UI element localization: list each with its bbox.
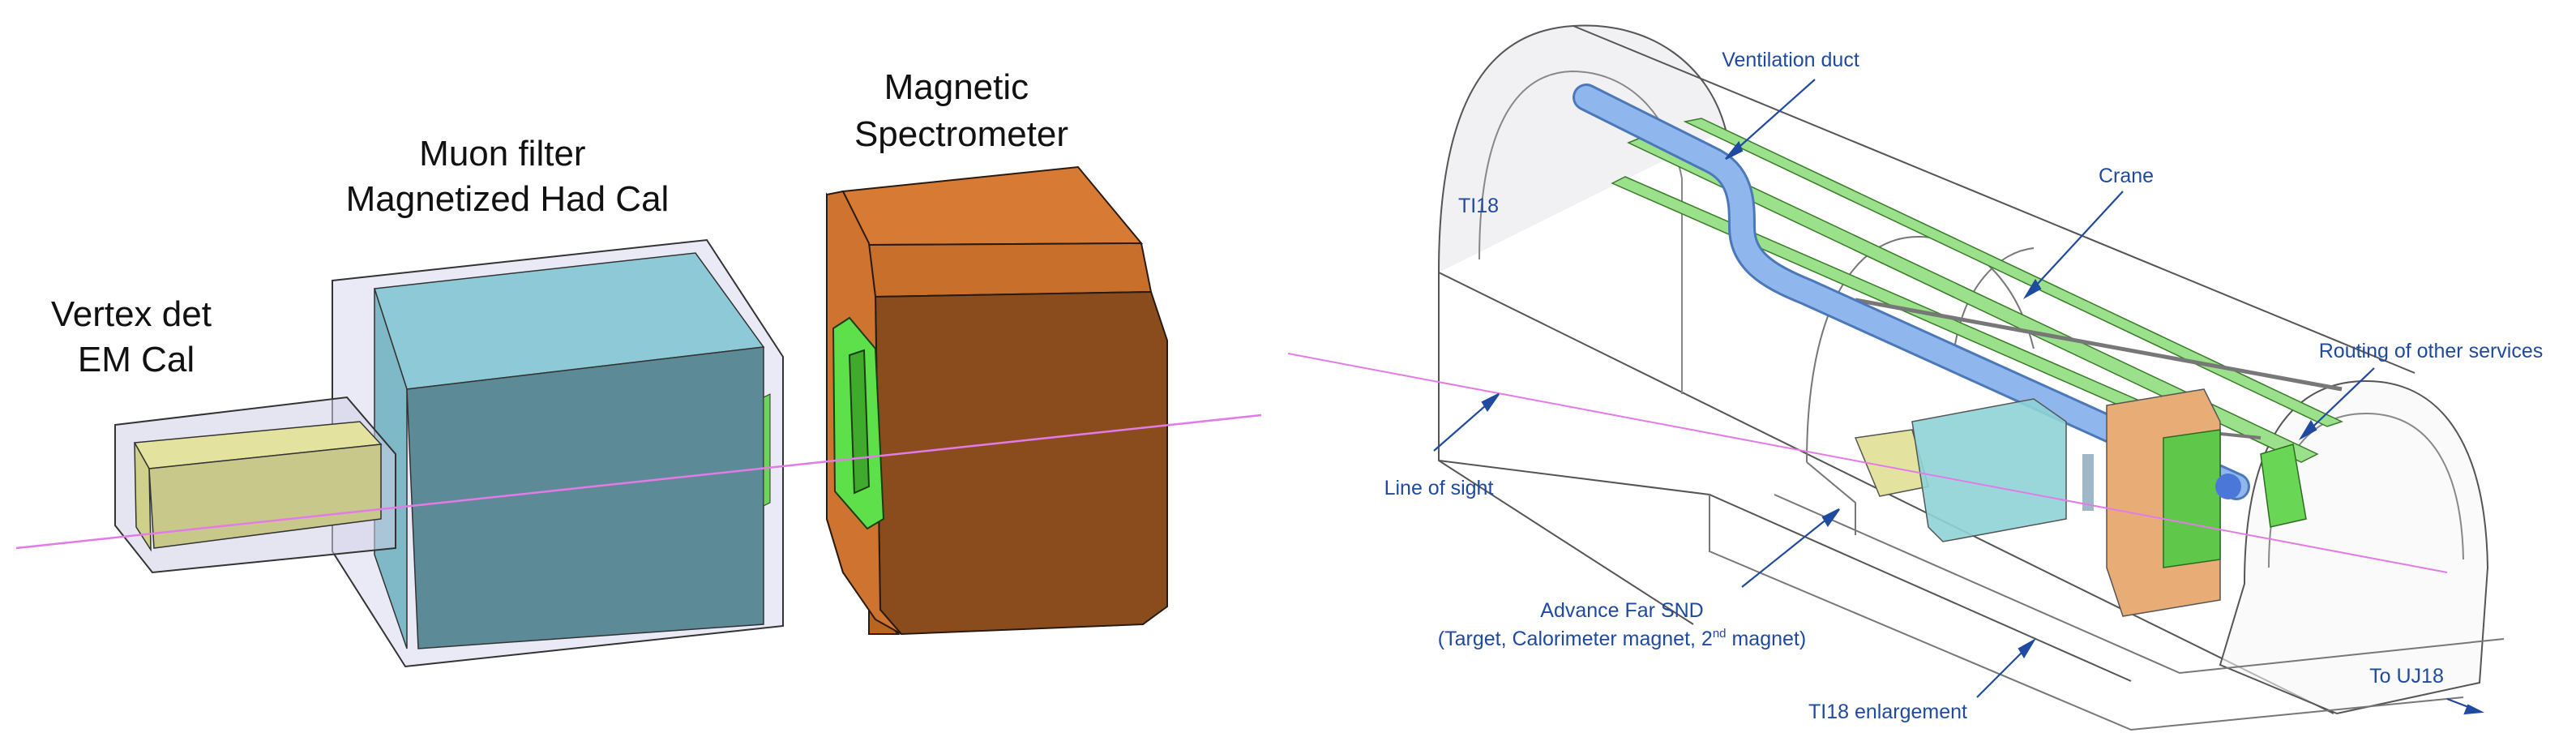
label-muon-filter: Muon filter Magnetized Had Cal [346,134,670,219]
label-advance-far-snd: Advance Far SND [1540,599,1703,622]
spectrometer-coil [832,316,885,530]
line-of-sight [1288,353,2448,573]
label-ti18-enlargement: TI18 enlargement [1808,701,1967,723]
label-crane: Crane [2099,165,2154,187]
beam-line [15,414,1262,550]
label-vertex-detector: Vertex det EM Cal [51,294,221,379]
label-ventilation-duct: Ventilation duct [1722,49,1859,71]
ventilation-duct [1573,84,2250,500]
tunnel-structure [1438,24,2505,731]
detector-schematic: Magnetic Spectrometer Muon filter Magnet… [15,67,1262,668]
vertex-detector-emcal [114,396,396,574]
label-advance-far-snd-subtitle: (Target, Calorimeter magnet, 2nd magnet) [1438,627,1806,650]
tunnel-installation-panel: Ventilation duct TI18 Crane Routing of o… [1288,0,2576,750]
detector-schematic-panel: Magnetic Spectrometer Muon filter Magnet… [15,67,1262,668]
label-line-of-sight: Line of sight [1384,477,1494,499]
muon-filter-hadcal [332,238,784,668]
label-magnetic-spectrometer: Magnetic Spectrometer [854,67,1068,154]
magnetic-spectrometer [826,165,1168,636]
leader-arrows [1433,79,2484,715]
label-routing-other-services: Routing of other services [2319,340,2544,362]
label-to-uj18: To UJ18 [2369,665,2444,688]
advance-far-snd-detector [1854,388,2307,617]
label-ti18: TI18 [1458,195,1499,217]
tunnel-installation: Ventilation duct TI18 Crane Routing of o… [1288,24,2544,731]
